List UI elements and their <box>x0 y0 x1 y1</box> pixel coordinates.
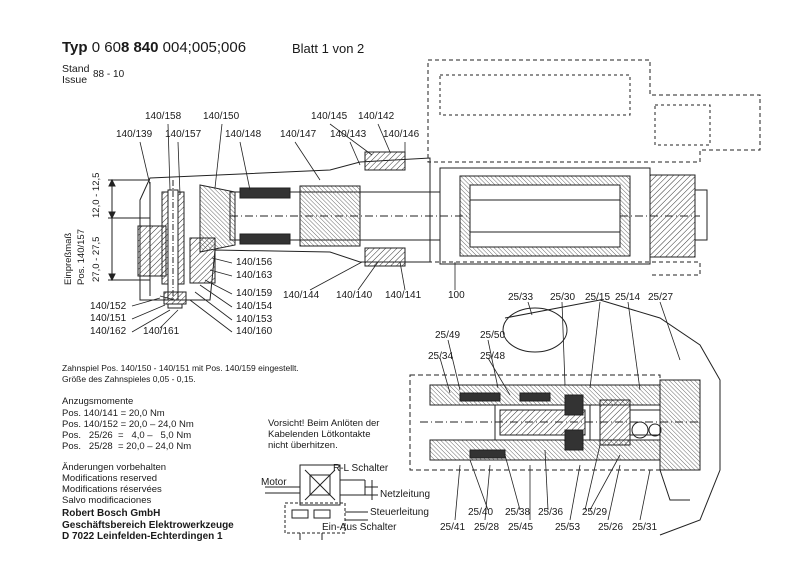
dim-12: 12,0 - 12,5 <box>91 172 102 218</box>
stand-label: Stand <box>62 63 90 75</box>
label-25-36: 25/36 <box>538 507 564 518</box>
label-140-156: 140/156 <box>236 257 273 268</box>
dimension-lines <box>108 178 150 282</box>
label-140-142: 140/142 <box>358 111 395 122</box>
document-title: Typ 0 608 840 004;005;006 <box>62 40 246 55</box>
label-100: 100 <box>448 290 465 301</box>
label-140-163: 140/163 <box>236 270 273 281</box>
netzleitung-label: Netzleitung <box>380 489 431 500</box>
label-25-15: 25/15 <box>585 292 611 303</box>
label-25-34: 25/34 <box>428 351 454 362</box>
label-140-154: 140/154 <box>236 301 273 312</box>
rl-switch-label: R-L Schalter <box>333 463 389 474</box>
label-25-28: 25/28 <box>474 522 500 533</box>
typ-suffix: 004;005;006 <box>158 39 247 56</box>
label-25-27: 25/27 <box>648 292 674 303</box>
sheet-number: Blatt 1 von 2 <box>292 41 365 56</box>
angle-head-assembly <box>137 59 761 301</box>
issue-label: Issue <box>62 74 88 86</box>
label-25-31: 25/31 <box>632 522 658 533</box>
label-140-160: 140/160 <box>236 326 273 337</box>
label-140-139: 140/139 <box>116 129 153 140</box>
label-25-30: 25/30 <box>550 292 576 303</box>
leader-lines-mid <box>131 257 456 333</box>
modifications-note: Änderungen vorbehalten Modifications res… <box>62 462 167 506</box>
stand-value: 88 - 10 <box>93 69 125 80</box>
label-140-157: 140/157 <box>165 129 202 140</box>
label-140-161: 140/161 <box>143 326 180 337</box>
leader-lines-lower <box>439 301 681 521</box>
dim-27: 27,0 - 27,5 <box>91 236 102 282</box>
label-25-45: 25/45 <box>508 522 534 533</box>
label-140-146: 140/146 <box>383 129 420 140</box>
label-140-141: 140/141 <box>385 290 422 301</box>
motor-unit-assembly <box>409 299 721 536</box>
label-140-159: 140/159 <box>236 288 273 299</box>
typ-label: Typ <box>62 39 88 56</box>
einpress-label: Einpreßmaß <box>63 232 74 285</box>
label-140-145: 140/145 <box>311 111 348 122</box>
typ-prefix: 0 60 <box>91 39 121 56</box>
label-140-148: 140/148 <box>225 129 262 140</box>
leader-lines-top <box>139 123 406 301</box>
label-140-140: 140/140 <box>336 290 373 301</box>
company-address: Robert Bosch GmbH Geschäftsbereich Elekt… <box>62 508 234 542</box>
label-140-158: 140/158 <box>145 111 182 122</box>
zahnspiel-note-2: Größe des Zahnspieles 0,05 - 0,15. <box>62 374 196 384</box>
label-140-143: 140/143 <box>330 129 367 140</box>
label-140-151: 140/151 <box>90 313 127 324</box>
label-25-41: 25/41 <box>440 522 466 533</box>
label-140-153: 140/153 <box>236 314 273 325</box>
label-25-26: 25/26 <box>598 522 624 533</box>
label-140-162: 140/162 <box>90 326 127 337</box>
label-25-14: 25/14 <box>615 292 641 303</box>
anzug-title: Anzugsmomente <box>62 396 134 407</box>
label-25-33: 25/33 <box>508 292 534 303</box>
motor-label: Motor <box>261 477 287 488</box>
wiring-diagram <box>265 464 378 540</box>
einpress-pos: Pos. 140/157 <box>76 229 87 285</box>
anzug-values: Pos. 140/141 = 20,0 Nm Pos. 140/152 = 20… <box>62 408 194 452</box>
label-140-152: 140/152 <box>90 301 127 312</box>
solder-warning: Vorsicht! Beim Anlöten der Kabelenden Lö… <box>268 418 380 451</box>
label-140-150: 140/150 <box>203 111 240 122</box>
label-25-49: 25/49 <box>435 330 461 341</box>
label-140-147: 140/147 <box>280 129 317 140</box>
small-parts <box>163 291 187 309</box>
label-25-40: 25/40 <box>468 507 494 518</box>
steuerleitung-label: Steuerleitung <box>370 507 429 518</box>
label-25-48: 25/48 <box>480 351 506 362</box>
zahnspiel-note-1: Zahnspiel Pos. 140/150 - 140/151 mit Pos… <box>62 363 299 373</box>
label-25-53: 25/53 <box>555 522 581 533</box>
typ-bold: 8 840 <box>120 39 159 56</box>
label-140-144: 140/144 <box>283 290 320 301</box>
label-25-29: 25/29 <box>582 507 608 518</box>
label-25-38: 25/38 <box>505 507 531 518</box>
ein-aus-switch-label: Ein-Aus Schalter <box>322 522 397 533</box>
label-25-50: 25/50 <box>480 330 506 341</box>
